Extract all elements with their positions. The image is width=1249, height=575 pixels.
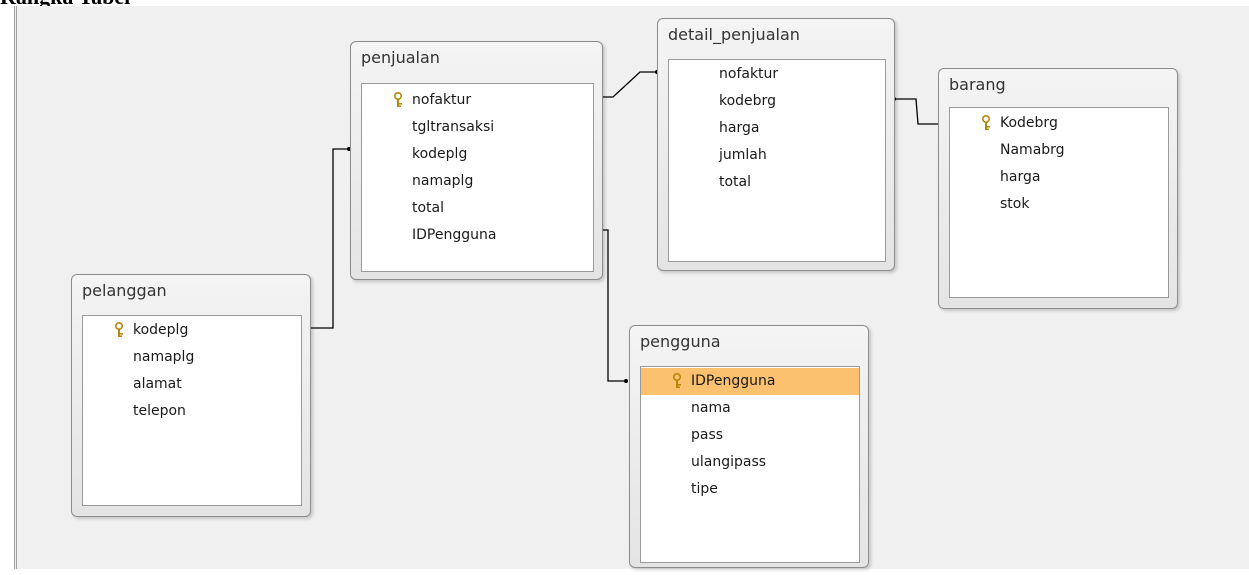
field-name: nama [691,400,731,416]
page-heading: Rangka Tabel [0,0,130,8]
field-row[interactable]: namaplg [362,168,593,195]
field-name: namaplg [412,173,474,189]
field-row[interactable]: nama [641,395,859,422]
field-name: total [412,200,445,216]
field-name: Kodebrg [1000,115,1058,131]
field-name: harga [1000,169,1041,185]
field-row[interactable]: namaplg [83,344,301,371]
field-row[interactable]: nofaktur [669,61,885,88]
table-title: pelanggan [82,281,167,300]
field-list[interactable]: nofaktur tgltransaksi kodeplg namaplg to… [361,83,594,272]
field-name: kodeplg [412,146,468,162]
field-row[interactable]: total [362,195,593,222]
field-name: stok [1000,196,1030,212]
table-title: barang [949,75,1006,94]
field-row[interactable]: nofaktur [362,87,593,114]
table-penjualan[interactable]: penjualan nofaktur tgltransaksi kodeplg … [350,41,603,280]
field-row[interactable]: Kodebrg [950,110,1168,137]
field-row[interactable]: harga [669,115,885,142]
field-name: pass [691,427,724,443]
table-detail-penjualan[interactable]: detail_penjualan nofaktur kodebrg harga … [657,18,895,271]
field-name: total [719,174,752,190]
relationship-line-penjualan-pelanggan [301,148,349,329]
field-row[interactable]: jumlah [669,142,885,169]
field-name: harga [719,120,760,136]
table-title: pengguna [640,332,721,351]
field-row[interactable]: harga [950,164,1168,191]
field-name: kodeplg [133,322,189,338]
table-pelanggan[interactable]: pelanggan kodeplg namaplg alamat telepon [71,274,311,517]
field-name: nofaktur [719,66,779,82]
key-icon [115,322,123,337]
field-row[interactable]: kodebrg [669,88,885,115]
field-name: IDPengguna [691,373,776,389]
field-name: ulangipass [691,454,767,470]
field-row[interactable]: tgltransaksi [362,114,593,141]
field-name: IDPengguna [412,227,497,243]
field-row[interactable]: kodeplg [83,317,301,344]
table-pengguna[interactable]: pengguna IDPengguna nama pass ulangipass… [629,325,869,568]
field-list[interactable]: kodeplg namaplg alamat telepon [82,315,302,506]
field-row[interactable]: telepon [83,398,301,425]
field-row[interactable]: alamat [83,371,301,398]
field-row-selected[interactable]: IDPengguna [641,368,859,395]
relationships-canvas[interactable]: penjualan nofaktur tgltransaksi kodeplg … [14,6,1249,569]
field-name: Namabrg [1000,142,1065,158]
field-row[interactable]: pass [641,422,859,449]
relationship-line-penjualan-detail [593,71,657,98]
table-title: detail_penjualan [668,25,800,44]
field-name: tipe [691,481,718,497]
field-row[interactable]: ulangipass [641,449,859,476]
key-icon [394,92,402,107]
field-row[interactable]: stok [950,191,1168,218]
field-row[interactable]: kodeplg [362,141,593,168]
relationship-line-detail-barang [894,98,940,125]
field-row[interactable]: tipe [641,476,859,503]
field-name: kodebrg [719,93,776,109]
field-name: jumlah [719,147,767,163]
key-icon [673,373,681,388]
field-name: telepon [133,403,186,419]
field-name: tgltransaksi [412,119,495,135]
field-name: nofaktur [412,92,472,108]
key-icon [982,115,990,130]
field-name: namaplg [133,349,195,365]
field-row[interactable]: IDPengguna [362,222,593,249]
field-list[interactable]: nofaktur kodebrg harga jumlah total [668,59,886,262]
table-barang[interactable]: barang Kodebrg Namabrg harga stok [938,68,1178,309]
field-row[interactable]: Namabrg [950,137,1168,164]
table-title: penjualan [361,48,440,67]
field-name: alamat [133,376,182,392]
field-list[interactable]: IDPengguna nama pass ulangipass tipe [640,366,860,563]
field-row[interactable]: total [669,169,885,196]
field-list[interactable]: Kodebrg Namabrg harga stok [949,107,1169,298]
